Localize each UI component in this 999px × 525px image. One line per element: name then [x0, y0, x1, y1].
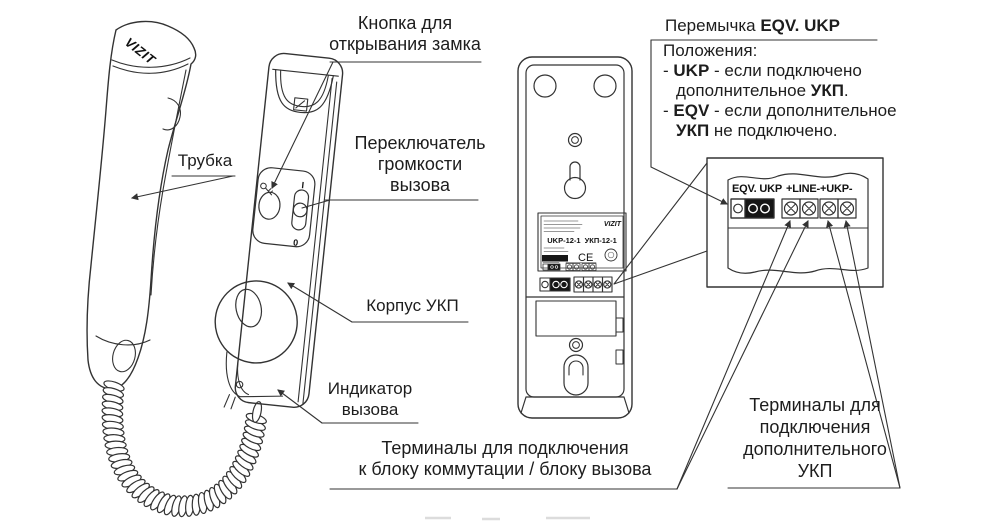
handset-drawing: VIZIT [86, 20, 197, 390]
indicator-label-line1: Индикатор [327, 379, 413, 398]
ce-mark-text: CE [578, 252, 593, 264]
terminals-ukp-label-line2: подключения [759, 417, 871, 437]
callout-terminals-ukp-label: Терминалы для подключения дополнительног… [729, 394, 901, 482]
back-jumper-block [539, 277, 571, 292]
detail-inset-box: EQV. UKP +LINE- +UKP- [706, 157, 884, 288]
callout-lines [130, 39, 901, 490]
handset-brand-text: VIZIT [122, 35, 159, 68]
detail-line-label: +LINE- [786, 183, 820, 195]
terminals-ukp-label-line3: дополнительного [743, 439, 887, 459]
switch-off-mark: 0 [293, 237, 299, 247]
body-label-text: Корпус УКП [366, 296, 459, 315]
page-edge-artifact [425, 516, 590, 521]
detail-ukp-label: +UKP- [820, 183, 853, 195]
terminals-main-label-line2: к блоку коммутации / блоку вызова [358, 459, 652, 479]
callout-body-label: Корпус УКП [350, 295, 475, 316]
jumper-note-title: Перемычка EQV. UKP [665, 16, 840, 36]
callout-lock-button-label: Кнопка для открывания замка [300, 13, 510, 55]
terminals-ukp-label-line4: УКП [797, 461, 833, 481]
volume-switch-label-line1: Переключатель [354, 133, 486, 153]
jumper-note-line1: - UKP - если подключено [663, 61, 862, 80]
lock-button-label-line2: открывания замка [329, 34, 481, 54]
indicator-label-line2: вызова [341, 400, 399, 419]
handset-label-text: Трубка [177, 151, 233, 170]
jumper-note-body: Положения: - UKP - если подключено допол… [663, 41, 897, 141]
detail-terminal-block [781, 198, 857, 219]
callout-handset-label: Трубка [160, 150, 250, 171]
volume-switch-label-line2: громкости [377, 154, 463, 174]
jumper-note-title-text: Перемычка [665, 16, 761, 35]
callout-indicator-label: Индикатор вызова [320, 378, 420, 420]
volume-switch-label-line3: вызова [390, 175, 450, 195]
jumper-note-line4: УКП не подключено. [676, 121, 838, 140]
handset-cord [101, 380, 267, 518]
callout-volume-switch-label: Переключатель громкости вызова [340, 133, 500, 196]
terminals-main-label-line1: Терминалы для подключения [381, 438, 629, 458]
jumper-note-line3: - EQV - если дополнительное [663, 101, 897, 120]
lock-button-label-line1: Кнопка для [357, 13, 453, 33]
label-mini-terminals [565, 263, 597, 271]
jumper-note-subtitle: Положения: [663, 41, 758, 60]
jumper-note-line2: дополнительное УКП. [676, 81, 849, 100]
label-brand-text: VIZIT [604, 221, 622, 228]
terminals-ukp-label-line1: Терминалы для [749, 395, 881, 415]
detail-jumper-block [730, 198, 775, 219]
switch-on-mark: I [301, 180, 305, 190]
detail-jumper-label: EQV. UKP [732, 183, 782, 195]
jumper-note-title-bold: EQV. UKP [760, 16, 841, 35]
front-view-drawing: I 0 [214, 52, 344, 410]
callout-terminals-main-label: Терминалы для подключения к блоку коммут… [320, 438, 690, 480]
back-terminal-block [573, 276, 613, 293]
